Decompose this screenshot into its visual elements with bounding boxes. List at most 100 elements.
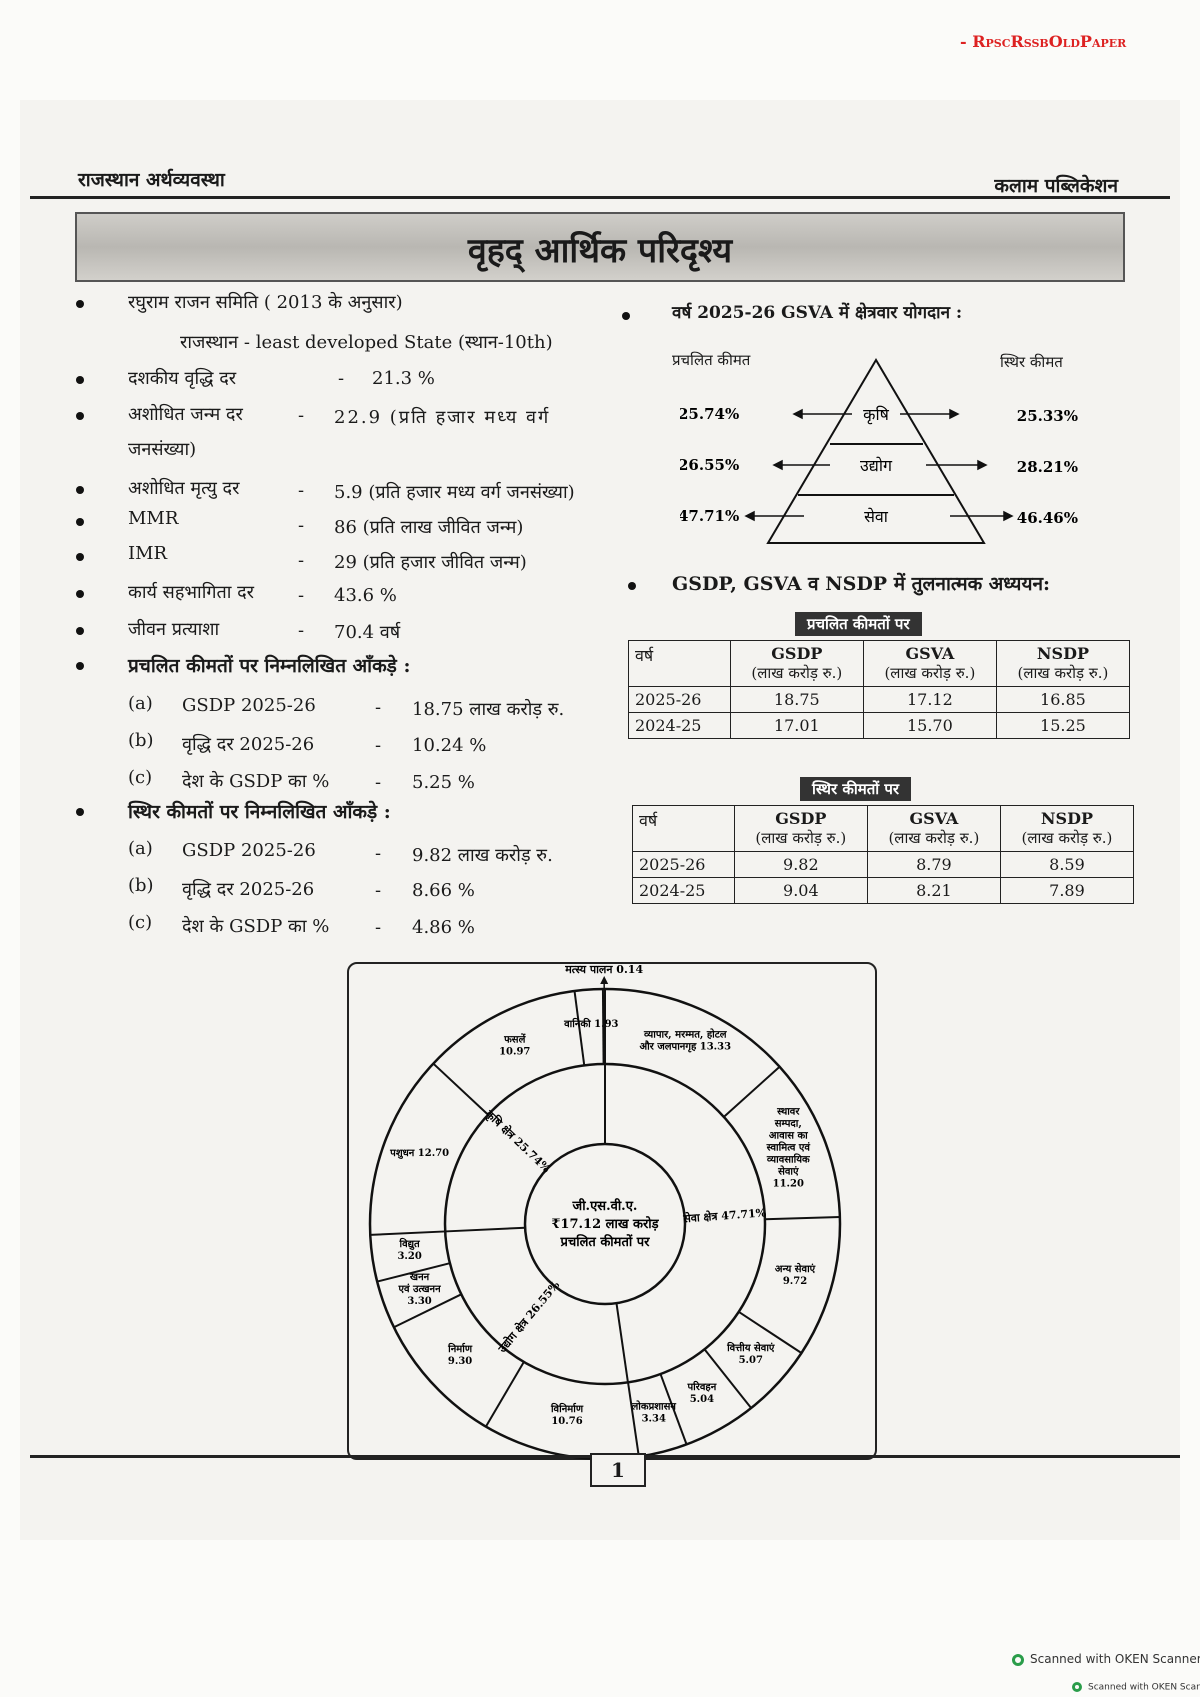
item-dash: - bbox=[298, 405, 305, 426]
title-banner: वृहद् आर्थिक परिदृश्य bbox=[75, 212, 1125, 282]
header-rule bbox=[30, 196, 1170, 199]
fishing-label: मत्स्य पालन 0.14 bbox=[564, 963, 643, 976]
item-label: अशोधित जन्म दर bbox=[128, 404, 243, 425]
col-header: GSDP(लाख करोड़ रु.) bbox=[729, 640, 864, 687]
pyramid-constant: 25.33% bbox=[1017, 407, 1078, 425]
pyramid-current: 47.71% bbox=[680, 507, 739, 525]
pyramid-right-title: स्थिर कीमत bbox=[1000, 353, 1063, 371]
row-dash: - bbox=[375, 880, 382, 901]
row-value: 18.75 लाख करोड़ रु. bbox=[412, 699, 565, 720]
bullet bbox=[76, 518, 84, 526]
item-value: 43.6 % bbox=[334, 585, 397, 606]
current-price-table: वर्ष GSDP(लाख करोड़ रु.) GSVA(लाख करोड़ … bbox=[628, 640, 1131, 739]
constant-price-table: वर्ष GSDP(लाख करोड़ रु.) GSVA(लाख करोड़ … bbox=[632, 805, 1135, 904]
row-idx: (a) bbox=[128, 693, 153, 714]
item-value: 5.9 (प्रति हजार मध्य वर्ग जनसंख्या) bbox=[334, 482, 575, 503]
outer-segment-boundary bbox=[485, 1361, 525, 1428]
table-header-row: वर्ष GSDP(लाख करोड़ रु.) GSVA(लाख करोड़ … bbox=[628, 640, 1131, 687]
item-dash: - bbox=[298, 585, 305, 606]
item-value: 86 (प्रति लाख जीवित जन्म) bbox=[334, 517, 524, 538]
item-value: 70.4 वर्ष bbox=[334, 622, 401, 643]
item-dash: - bbox=[338, 368, 345, 389]
outer-segment-label: वित्तीय सेवाएं5.07 bbox=[726, 1341, 775, 1366]
outer-segment-boundary bbox=[738, 1311, 802, 1354]
item-value: 22.9 (प्रति हजार मध्य वर्ग bbox=[334, 407, 551, 428]
table-badge: स्थिर कीमतों पर bbox=[800, 777, 912, 801]
outer-segment-boundary bbox=[627, 1382, 640, 1457]
outer-segment-boundary bbox=[764, 1216, 840, 1221]
scanner-mark-small: Scanned with OKEN Scanner bbox=[1072, 1682, 1200, 1693]
inner-segment-label: उद्योग क्षेत्र 26.55% bbox=[494, 1278, 562, 1356]
bullet bbox=[76, 553, 84, 561]
bullet bbox=[76, 376, 84, 384]
outer-segment-boundary bbox=[601, 989, 605, 1065]
pyramid-sector: उद्योग bbox=[860, 456, 893, 475]
page-title: वृहद् आर्थिक परिदृश्य bbox=[467, 231, 733, 271]
row-value: 9.82 लाख करोड़ रु. bbox=[412, 845, 553, 866]
outer-segment-label: अन्य सेवाएं9.72 bbox=[775, 1262, 816, 1287]
col-header: NSDP(लाख करोड़ रु.) bbox=[999, 805, 1135, 852]
item-dash: - bbox=[298, 620, 305, 641]
constant-heading: स्थिर कीमतों पर निम्नलिखित आँकड़े : bbox=[128, 801, 391, 823]
row-value: 10.24 % bbox=[412, 735, 487, 756]
center-label: प्रचलित कीमतों पर bbox=[560, 1234, 651, 1250]
col-header: वर्ष bbox=[632, 805, 735, 852]
sector-pyramid: कृषि उद्योग सेवा 25.74% 26.55% 47.71% 25… bbox=[680, 358, 1078, 544]
item-label: अशोधित मृत्यु दर bbox=[128, 478, 240, 499]
row-label: देश के GSDP का % bbox=[182, 916, 330, 937]
outer-segment-label: वानिकी 1.93 bbox=[563, 1017, 618, 1030]
col-header: GSDP(लाख करोड़ रु.) bbox=[733, 805, 868, 852]
outer-segment-boundary bbox=[703, 1348, 752, 1409]
oken-logo-icon bbox=[1072, 1682, 1082, 1692]
outer-segment-boundary bbox=[723, 1065, 781, 1118]
header-right: कलाम पब्लिकेशन bbox=[994, 175, 1118, 197]
col-header: वर्ष bbox=[628, 640, 731, 687]
bullet bbox=[76, 412, 84, 420]
col-header: GSVA(लाख करोड़ रु.) bbox=[866, 805, 1001, 852]
item-sub: राजस्थान - least developed State (स्थान-… bbox=[180, 332, 553, 353]
pyramid-heading: वर्ष 2025-26 GSVA में क्षेत्रवार योगदान … bbox=[672, 303, 963, 323]
row-label: देश के GSDP का % bbox=[182, 771, 330, 792]
arrow-up-icon bbox=[600, 976, 609, 984]
pyramid-sector: सेवा bbox=[864, 507, 889, 526]
pyramid-current: 25.74% bbox=[680, 405, 739, 423]
pyramid-current: 26.55% bbox=[680, 456, 739, 474]
row-value: 4.86 % bbox=[412, 917, 475, 938]
oken-logo-icon bbox=[1012, 1653, 1024, 1666]
row-label: वृद्धि दर 2025-26 bbox=[182, 734, 315, 755]
item-dash: - bbox=[298, 550, 305, 571]
outer-segment-boundary bbox=[573, 990, 586, 1066]
bullet bbox=[76, 590, 84, 598]
outer-segment-boundary bbox=[432, 1062, 489, 1116]
arrows bbox=[744, 408, 1014, 522]
outer-segment-boundary bbox=[376, 1262, 451, 1283]
item-label: दशकीय वृद्धि दर bbox=[128, 368, 237, 389]
bullet bbox=[622, 312, 630, 320]
inner-segment-boundary bbox=[615, 1303, 629, 1383]
item-label: रघुराम राजन समिति ( 2013 के अनुसार) bbox=[128, 292, 403, 313]
item-dash: - bbox=[298, 515, 305, 536]
page-number: 1 bbox=[590, 1453, 646, 1487]
row-value: 8.66 % bbox=[412, 880, 475, 901]
pyramid-sector: कृषि bbox=[863, 405, 889, 425]
item-dash: - bbox=[298, 480, 305, 501]
outer-segment-boundary bbox=[370, 1230, 446, 1236]
bullet bbox=[76, 662, 84, 670]
compare-heading: GSDP, GSVA व NSDP में तुलनात्मक अध्ययन: bbox=[672, 573, 1051, 595]
row-dash: - bbox=[375, 843, 382, 864]
bullet bbox=[76, 486, 84, 494]
header-left: राजस्थान अर्थव्यवस्था bbox=[78, 169, 225, 191]
row-idx: (b) bbox=[128, 730, 154, 751]
